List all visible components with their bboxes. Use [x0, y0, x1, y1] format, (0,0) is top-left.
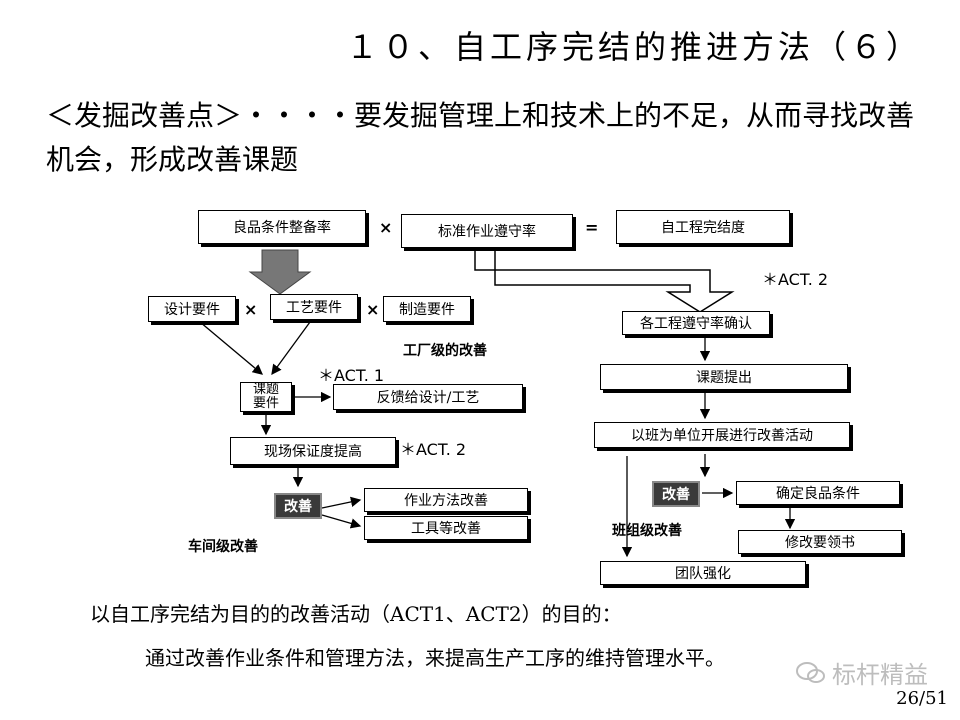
act2-right-label: ＊ACT. 2	[762, 270, 829, 289]
design-req-box: 设计要件	[148, 296, 236, 322]
times-symbol-2: ×	[244, 300, 258, 319]
team-activity-box: 以班为单位开展进行改善活动	[594, 422, 850, 448]
process-req-box: 工艺要件	[270, 294, 358, 320]
act1-label: ＊ACT. 1	[318, 366, 385, 385]
kaizen-right-tag: 改善	[652, 481, 700, 507]
page-title: １０、自工序完结的推进方法（６）	[345, 28, 922, 66]
tools-box: 工具等改善	[364, 516, 528, 540]
team-strength-box: 团队强化	[600, 561, 806, 585]
good-conditions-rate-box: 良品条件整备率	[198, 210, 366, 244]
team-level-label: 班组级改善	[612, 523, 682, 539]
times-symbol-3: ×	[366, 300, 380, 319]
footer-line-2: 通过改善作业条件和管理方法，来提高生产工序的维持管理水平。	[145, 646, 725, 670]
wechat-icon	[796, 661, 825, 683]
compliance-confirm-box: 各工程遵守率确认	[622, 311, 770, 335]
topic-req-box: 课题 要件	[240, 382, 292, 412]
kaizen-left-tag: 改善	[274, 493, 322, 519]
factory-level-label: 工厂级的改善	[403, 343, 487, 359]
page-number: 26/51	[896, 688, 948, 709]
times-symbol-1: ×	[379, 218, 393, 237]
topic-raise-box: 课题提出	[600, 364, 848, 390]
site-assurance-box: 现场保证度提高	[230, 437, 396, 465]
equals-symbol: =	[585, 218, 599, 237]
feedback-box: 反馈给设计/工艺	[333, 384, 523, 410]
work-method-box: 作业方法改善	[364, 488, 528, 512]
footer-line-1: 以自工序完结为目的的改善活动（ACT1、ACT2）的目的：	[90, 602, 622, 626]
workshop-level-label: 车间级改善	[188, 539, 258, 555]
big-down-arrow	[248, 249, 312, 295]
elbow-arrow	[474, 248, 735, 313]
good-conditions-box: 确定良品条件	[736, 481, 900, 505]
act2-left-label: ＊ACT. 2	[400, 440, 467, 459]
revise-manual-box: 修改要领书	[738, 530, 902, 554]
self-completion-box: 自工程完结度	[616, 210, 790, 244]
watermark: 标杆精益	[796, 655, 928, 690]
intro-text: ＜发掘改善点＞・・・・要发掘管理上和技术上的不足，从而寻找改善机会，形成改善课题	[46, 99, 915, 176]
watermark-text: 标杆精益	[832, 661, 928, 689]
standard-work-rate-box: 标准作业遵守率	[401, 214, 573, 248]
manufacturing-req-box: 制造要件	[383, 296, 471, 322]
